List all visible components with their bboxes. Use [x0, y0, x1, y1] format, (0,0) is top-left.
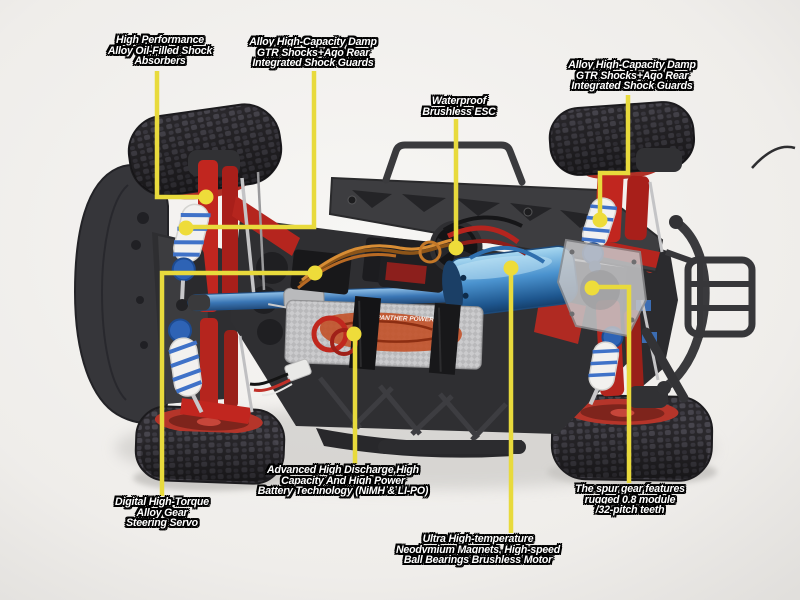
- callout-label-shock-guards-left: Alloy High-Capacity Damp GTR Shocks+Ago …: [249, 36, 377, 70]
- callout-dot-esc: [448, 240, 464, 256]
- antenna-wire: [751, 145, 796, 169]
- rear-bumper: [641, 215, 756, 403]
- motor-wire-blue: [469, 245, 546, 264]
- callout-label-motor: Ultra High-temperature Neodymium Magnets…: [395, 533, 561, 567]
- callout-line-spur-gear: [593, 284, 632, 483]
- callout-lines: [154, 71, 632, 533]
- front-shock-lower: [167, 318, 204, 414]
- front-wheel-bottom: [134, 405, 286, 485]
- callout-label-spur-gear: The spur gear features rugged 0.8 module…: [575, 483, 685, 517]
- chassis-handle: [382, 141, 526, 186]
- callout-label-esc: Waterproof Brushless ESC: [422, 95, 496, 118]
- battery-print-text: PANTHER POWER: [376, 314, 434, 323]
- callout-line-shock-guards-left: [186, 71, 317, 230]
- callout-dot-front-shocks: [198, 189, 214, 205]
- callout-label-front-shocks: High Performance Alloy Oil-Filled Shock …: [107, 34, 213, 68]
- battery-wire-loop: [311, 315, 349, 353]
- callout-line-steering-servo: [159, 270, 314, 496]
- callout-dot-shock-guards-left: [178, 220, 194, 236]
- callout-label-steering-servo: Digital High-Torque Alloy Gear Steering …: [115, 496, 209, 530]
- callout-dots: [178, 189, 608, 342]
- rear-wheel-bottom: [550, 394, 714, 482]
- callout-label-battery: Advanced High Discharge,High Capacity An…: [257, 464, 429, 498]
- servo-wire: [298, 242, 453, 286]
- callout-label-shock-guards-right: Alloy High-Capacity Damp GTR Shocks+Ago …: [568, 59, 696, 93]
- callout-dot-steering-servo: [307, 265, 323, 281]
- callout-line-front-shocks: [154, 71, 206, 200]
- callout-line-shock-guards-right: [597, 95, 631, 219]
- callout-dot-shock-guards-right: [592, 212, 608, 228]
- power-wire-black: [442, 215, 523, 232]
- callout-dot-battery: [346, 326, 362, 342]
- callout-dot-spur-gear: [584, 280, 600, 296]
- callout-dot-motor: [503, 260, 519, 276]
